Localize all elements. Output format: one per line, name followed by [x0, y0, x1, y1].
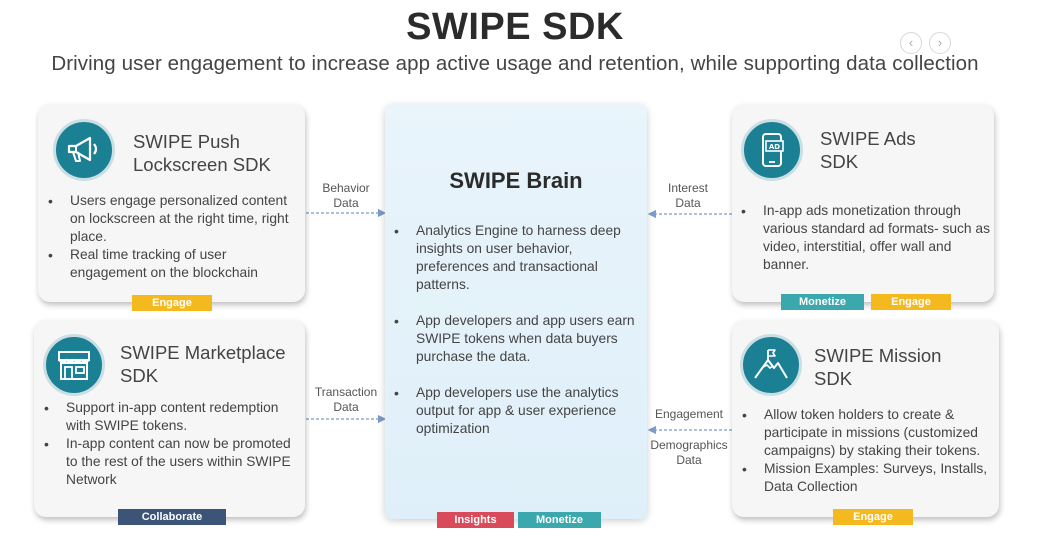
- brain-bullet-list: Analytics Engine to harness deep insight…: [391, 222, 643, 438]
- engage-tag: Engage: [833, 509, 913, 525]
- engage-tag: Engage: [871, 294, 951, 310]
- brain-title: SWIPE Brain: [449, 168, 583, 193]
- push-bullet-list: Users engage personalized content on loc…: [45, 192, 303, 282]
- marketplace-bullet: In-app content can now be promoted to th…: [41, 435, 303, 489]
- marketplace-bullet-list: Support in-app content redemption with S…: [41, 399, 303, 489]
- storefront-icon: [43, 334, 105, 396]
- mission-bullet: Mission Examples: Surveys, Installs, Dat…: [739, 460, 997, 496]
- engage-tag: Engage: [132, 295, 212, 311]
- mission-bullet-list: Allow token holders to create & particip…: [739, 406, 997, 496]
- svg-text:AD: AD: [769, 143, 780, 151]
- push-bullet: Real time tracking of user engagement on…: [45, 246, 303, 282]
- mission-bullet: Allow token holders to create & particip…: [739, 406, 997, 460]
- marketplace-bullet: Support in-app content redemption with S…: [41, 399, 303, 435]
- engagement-label: Engagement: [654, 407, 724, 421]
- brain-bullet: Analytics Engine to harness deep insight…: [391, 222, 643, 294]
- prev-slide-button[interactable]: ‹: [900, 32, 922, 54]
- ad-phone-icon: AD: [741, 119, 803, 181]
- collaborate-tag: Collaborate: [118, 509, 226, 525]
- brain-bullet: App developers and app users earn SWIPE …: [391, 312, 643, 366]
- push-bullet: Users engage personalized content on loc…: [45, 192, 303, 246]
- next-slide-button[interactable]: ›: [929, 32, 951, 54]
- insights-tag: Insights: [437, 512, 514, 528]
- ads-bullet-list: In-app ads monetization through various …: [738, 202, 990, 274]
- swipe-brain-panel: SWIPE Brain Analytics Engine to harness …: [385, 104, 647, 519]
- ads-bullet: In-app ads monetization through various …: [738, 202, 990, 274]
- brain-bullet: App developers use the analytics output …: [391, 384, 643, 438]
- page-subtitle: Driving user engagement to increase app …: [51, 52, 979, 75]
- page-title: SWIPE SDK: [406, 6, 624, 48]
- monetize-tag: Monetize: [781, 294, 864, 310]
- monetize-tag: Monetize: [518, 512, 601, 528]
- mountain-flag-icon: [740, 334, 802, 396]
- megaphone-icon: [53, 119, 115, 181]
